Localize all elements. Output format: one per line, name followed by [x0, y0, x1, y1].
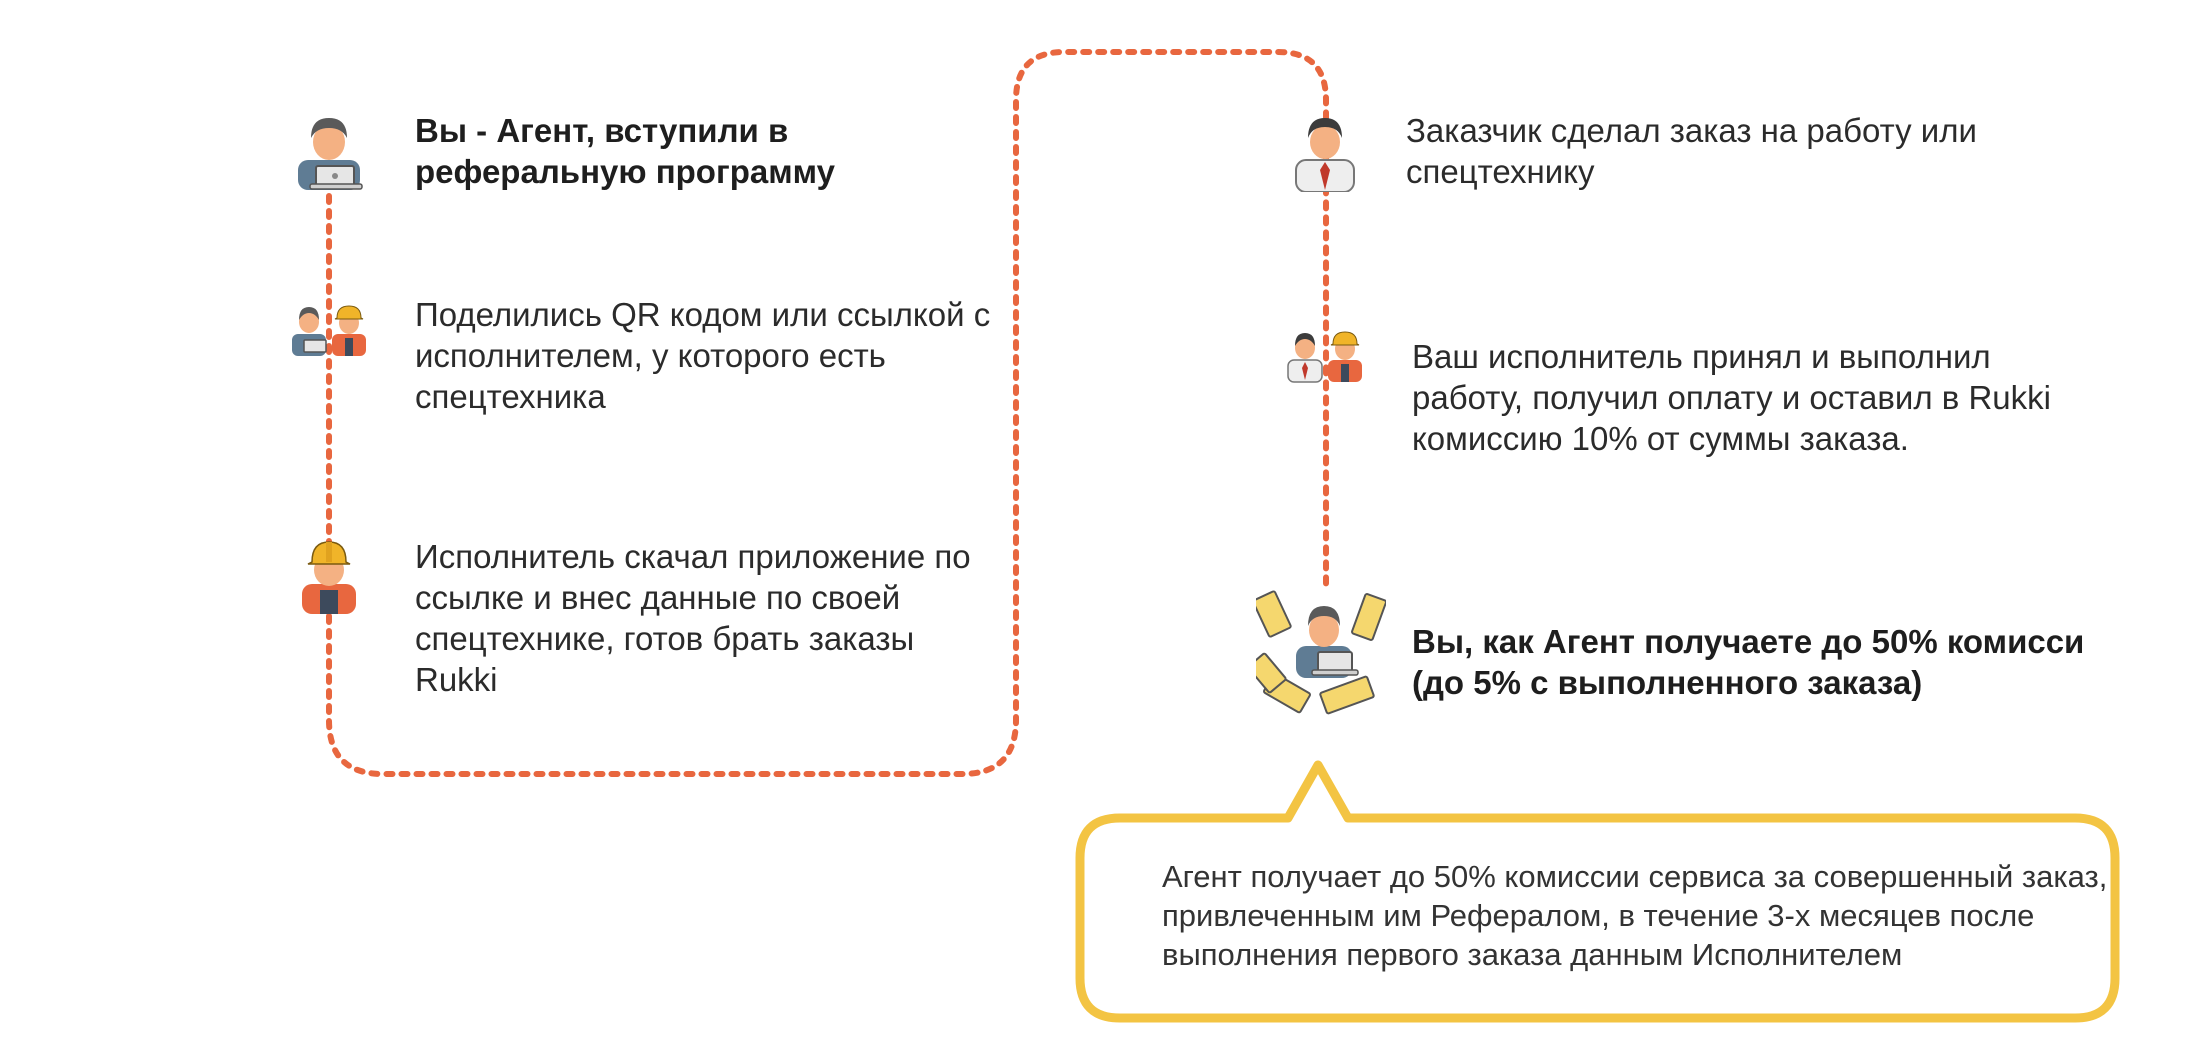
agent-laptop-icon	[298, 118, 363, 190]
customer-and-worker-icon	[1287, 331, 1362, 383]
step-executor-completed: Ваш исполнитель принял и выполнил работу…	[1412, 338, 2051, 457]
worker-helmet-icon	[302, 541, 356, 614]
customer-tie-icon	[1295, 118, 1355, 192]
step-agent-joined: Вы - Агент, вступили в реферальную прогр…	[415, 112, 835, 190]
flow-path-left	[326, 49, 1329, 777]
step-customer-ordered: Заказчик сделал заказ на работу или спец…	[1406, 112, 1977, 190]
agent-money-icon	[1256, 590, 1386, 715]
callout-text: Агент получает до 50% комиссии сервиса з…	[1162, 859, 2108, 972]
callout-bubble	[1075, 760, 2120, 1023]
agent-and-worker-icon	[292, 305, 366, 356]
step-shared-qr: Поделились QR кодом или ссылкой с исполн…	[415, 296, 991, 415]
step-agent-earns: Вы, как Агент получаете до 50% комисси (…	[1412, 623, 2085, 701]
step-executor-installed: Исполнитель скачал приложение по ссылке …	[415, 538, 971, 698]
